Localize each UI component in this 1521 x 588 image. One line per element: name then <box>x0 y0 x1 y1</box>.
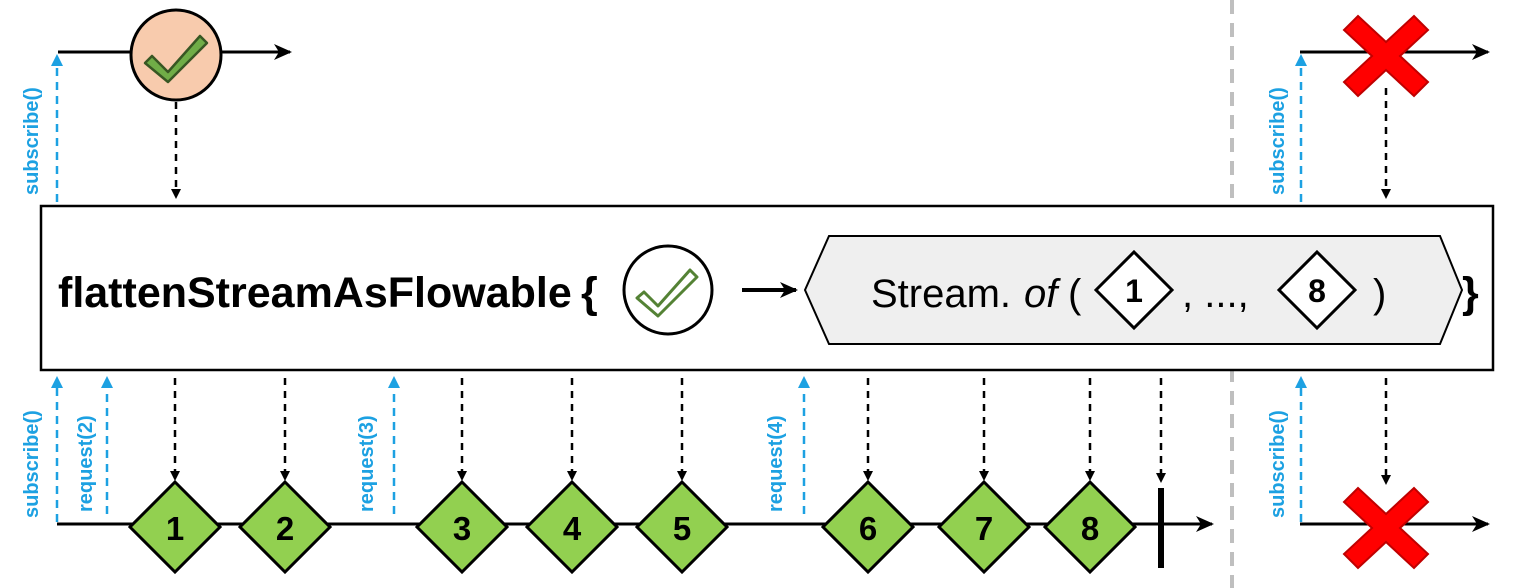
stream-first-item: 1 <box>1093 249 1175 331</box>
svg-text:8: 8 <box>1308 273 1326 309</box>
paren-close: ) <box>1373 272 1386 316</box>
operator-success-marble <box>622 244 714 336</box>
output-item-label: 4 <box>563 510 582 547</box>
output-timeline-error: subscribe() <box>1267 376 1490 570</box>
cross-icon <box>1342 14 1430 98</box>
check-icon <box>143 34 209 84</box>
output-item-label: 3 <box>453 510 471 547</box>
success-marble <box>129 8 223 102</box>
request-3-label: request(3) <box>356 415 378 512</box>
subscribe-label-bottom: subscribe() <box>21 410 43 518</box>
output-item-5: 5 <box>634 479 730 575</box>
upstream-subscribe-left: subscribe() <box>21 54 63 202</box>
operator-name: flattenStreamAsFlowable <box>58 269 572 317</box>
output-item-label: 6 <box>859 510 877 547</box>
check-icon <box>635 268 699 318</box>
open-brace: { <box>581 269 598 317</box>
paren-open: ( <box>1068 272 1082 316</box>
stream-last-item: 8 <box>1276 249 1358 331</box>
separator-text: , ..., <box>1182 272 1249 316</box>
stream-prefix: Stream. <box>871 272 1011 316</box>
output-item-6: 6 <box>820 479 916 575</box>
output-item-label: 2 <box>276 510 294 547</box>
svg-text:1: 1 <box>1125 273 1143 309</box>
request-4-label: request(4) <box>765 415 787 512</box>
output-item-label: 1 <box>166 510 184 547</box>
output-item-3: 3 <box>414 479 510 575</box>
output-item-1: 1 <box>127 479 223 575</box>
subscribe-label: subscribe() <box>21 87 43 195</box>
output-item-label: 7 <box>975 510 993 547</box>
subscribe-label-right-bottom: subscribe() <box>1267 410 1289 518</box>
output-item-7: 7 <box>936 479 1032 575</box>
output-item-label: 8 <box>1081 510 1099 547</box>
output-item-4: 4 <box>524 479 620 575</box>
output-item-label: 5 <box>673 510 691 547</box>
cross-icon <box>1342 486 1430 570</box>
source-timeline-success <box>58 8 292 199</box>
downstream-requests-left: subscribe() request(2) request(3) reques… <box>21 376 810 522</box>
output-item-8: 8 <box>1042 479 1138 575</box>
subscribe-label-right: subscribe() <box>1267 87 1289 195</box>
output-item-2: 2 <box>237 479 333 575</box>
request-2-label: request(2) <box>75 415 97 512</box>
source-timeline-error: subscribe() <box>1267 14 1490 202</box>
output-timeline: 1 2 3 4 5 6 7 8 <box>57 378 1214 575</box>
stream-method: of <box>1024 272 1061 316</box>
operator-box: flattenStreamAsFlowable { Stream. of ( 1… <box>39 204 1495 372</box>
stream-of-box: Stream. of ( 1 , ..., 8 ) <box>803 235 1464 345</box>
close-brace: } <box>1462 269 1479 317</box>
